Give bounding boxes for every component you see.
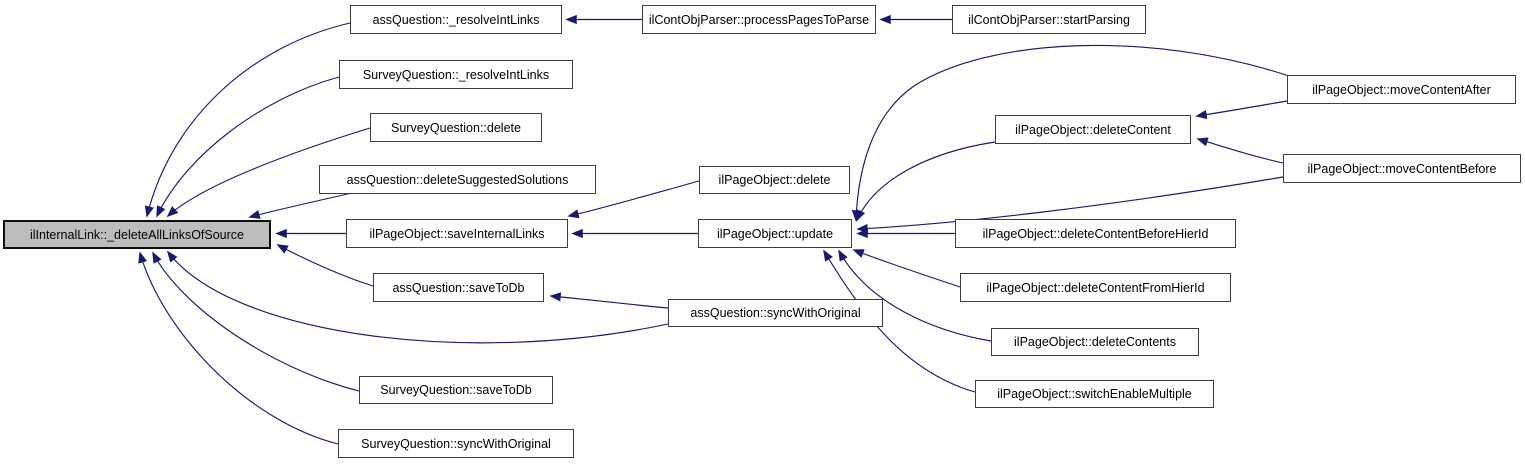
node-SurveyQuestion-saveToDb[interactable]: SurveyQuestion::saveToDb	[359, 376, 553, 404]
call-edge	[549, 292, 669, 309]
node-assQuestion-saveToDb[interactable]: assQuestion::saveToDb	[373, 273, 544, 302]
call-edge	[856, 141, 996, 222]
node-ilPageObject-deleteContentBeforeHierId[interactable]: ilPageObject::deleteContentBeforeHierId	[955, 219, 1236, 248]
call-edge	[1195, 100, 1288, 120]
call-edge	[248, 192, 353, 219]
node-assQuestion-deleteSuggestedSolutions[interactable]: assQuestion::deleteSuggestedSolutions	[319, 165, 596, 194]
call-edge	[156, 76, 340, 218]
node-ilPageObject-deleteContents[interactable]: ilPageObject::deleteContents	[991, 328, 1199, 356]
call-edge	[144, 22, 351, 218]
call-edge	[1196, 137, 1284, 164]
node-ilPageObject-moveContentBefore[interactable]: ilPageObject::moveContentBefore	[1283, 154, 1521, 183]
call-edge	[152, 251, 360, 392]
node-SurveyQuestion-syncWithOriginal[interactable]: SurveyQuestion::syncWithOriginal	[338, 429, 574, 458]
call-edge	[166, 127, 371, 218]
node-ilPageObject-update[interactable]: ilPageObject::update	[698, 219, 852, 248]
call-edge	[823, 249, 976, 393]
node-ilPageObject-switchEnableMultiple[interactable]: ilPageObject::switchEnableMultiple	[975, 380, 1214, 408]
call-edge	[567, 180, 700, 219]
node-ilPageObject-deleteContent[interactable]: ilPageObject::deleteContent	[995, 115, 1191, 144]
call-edge	[852, 249, 961, 288]
node-ilPageObject-saveInternalLinks[interactable]: ilPageObject::saveInternalLinks	[346, 219, 568, 248]
call-edge	[838, 249, 992, 342]
call-edge	[166, 250, 669, 344]
call-edge	[851, 44, 1290, 222]
node-ilInternalLink-deleteAllLinksOfSource: ilInternalLink::_deleteAllLinksOfSource	[3, 220, 271, 249]
call-edge	[856, 176, 1284, 234]
node-assQuestion-resolveIntLinks[interactable]: assQuestion::_resolveIntLinks	[350, 5, 562, 34]
node-assQuestion-syncWithOriginal[interactable]: assQuestion::syncWithOriginal	[668, 299, 883, 327]
node-ilContObjParser-startParsing[interactable]: ilContObjParser::startParsing	[952, 5, 1146, 34]
node-ilPageObject-moveContentAfter[interactable]: ilPageObject::moveContentAfter	[1287, 75, 1516, 104]
node-SurveyQuestion-delete[interactable]: SurveyQuestion::delete	[370, 113, 542, 142]
call-edge	[276, 244, 374, 287]
node-ilPageObject-deleteContentFromHierId[interactable]: ilPageObject::deleteContentFromHierId	[960, 273, 1231, 302]
node-ilPageObject-delete[interactable]: ilPageObject::delete	[699, 166, 850, 194]
node-ilContObjParser-processPagesToParse[interactable]: ilContObjParser::processPagesToParse	[642, 5, 876, 34]
call-edge	[138, 251, 339, 445]
node-SurveyQuestion-resolveIntLinks[interactable]: SurveyQuestion::_resolveIntLinks	[339, 60, 573, 89]
